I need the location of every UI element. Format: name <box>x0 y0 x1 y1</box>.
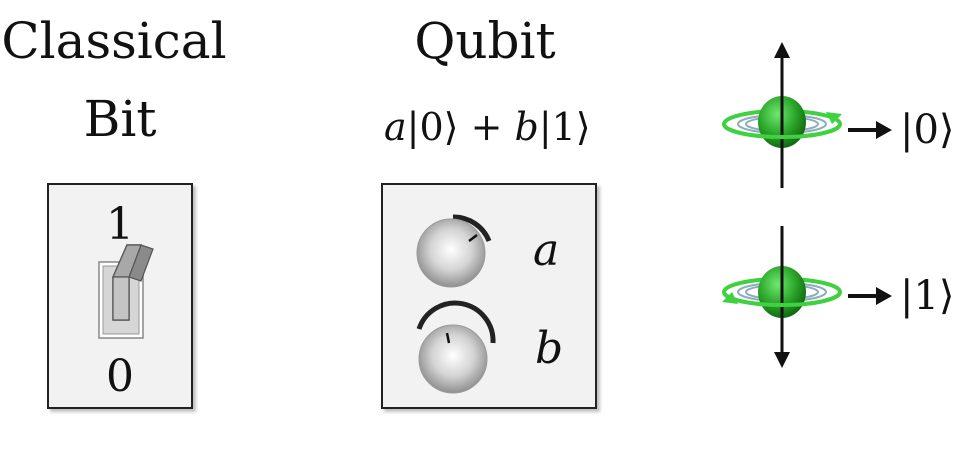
classical-title-line1: Classical <box>1 12 227 70</box>
classical-bit-panel: 1 0 <box>47 183 193 409</box>
spin-up-icon <box>722 42 892 188</box>
formula-ket0: |0⟩ <box>406 105 459 149</box>
knob-b-label: b <box>535 323 564 374</box>
knob-a-icon[interactable] <box>403 203 503 303</box>
qubit-formula: a|0⟩ + b|1⟩ <box>384 108 591 146</box>
toggle-switch-icon[interactable] <box>49 185 191 407</box>
formula-b: b <box>514 105 539 149</box>
formula-a: a <box>384 105 407 149</box>
knob-a-label: a <box>533 225 560 276</box>
qubit-title: Qubit <box>414 12 556 70</box>
bit-label-0: 0 <box>106 351 134 402</box>
formula-ket1: |1⟩ <box>538 105 591 149</box>
ket-down-label: |1⟩ <box>900 273 955 319</box>
classical-title-line2: Bit <box>83 90 157 148</box>
ket-up-label: |0⟩ <box>900 107 955 153</box>
spin-down-icon <box>722 226 892 368</box>
qubit-panel: a b <box>381 183 597 409</box>
bit-label-1: 1 <box>106 199 134 250</box>
knob-b-icon[interactable] <box>401 300 511 403</box>
formula-plus: + <box>470 105 503 149</box>
